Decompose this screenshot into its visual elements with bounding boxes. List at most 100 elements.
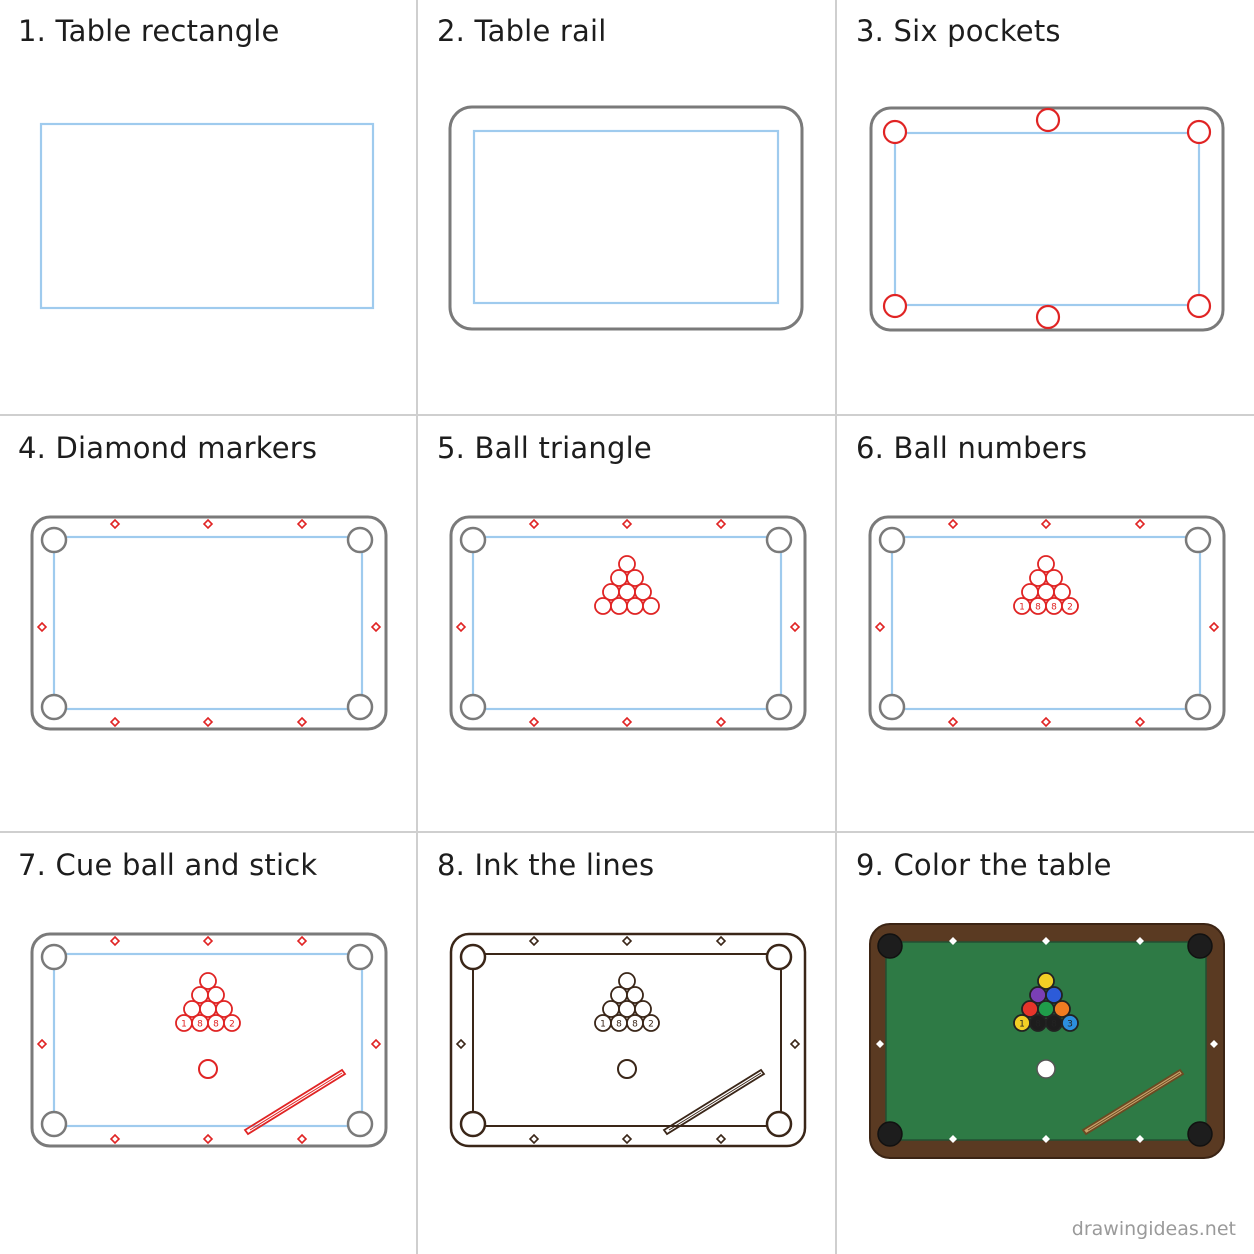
pocket xyxy=(346,943,374,971)
divider-horizontal xyxy=(0,831,1254,833)
ball-number: 8 xyxy=(1035,1020,1041,1030)
diamond-marker xyxy=(455,1038,467,1050)
pocket xyxy=(459,1110,487,1138)
pocket xyxy=(877,1121,903,1147)
table-field xyxy=(471,535,783,711)
diamond-marker xyxy=(202,1133,214,1145)
step-title: 8. Ink the lines xyxy=(437,848,655,882)
diamond-marker xyxy=(36,1038,48,1050)
step-drawing xyxy=(39,122,375,310)
rack-ball xyxy=(626,569,644,587)
step-panel-1: 1. Table rectangle xyxy=(0,0,416,416)
rack-ball xyxy=(642,597,660,615)
rack-ball xyxy=(1061,1014,1079,1032)
pocket xyxy=(765,943,793,971)
pocket xyxy=(765,526,793,554)
diamond-marker xyxy=(1134,518,1146,530)
pocket xyxy=(40,526,68,554)
pocket xyxy=(1035,304,1061,330)
step-title: 9. Color the table xyxy=(856,848,1112,882)
diamond-marker xyxy=(621,1133,633,1145)
diamond-marker xyxy=(949,937,957,945)
diamond-marker xyxy=(528,518,540,530)
rack-ball xyxy=(1037,972,1055,990)
step-drawing xyxy=(30,515,388,731)
table-field xyxy=(52,952,364,1128)
diamond-marker xyxy=(455,621,467,633)
pocket xyxy=(1035,107,1061,133)
pocket xyxy=(765,1110,793,1138)
rack-ball xyxy=(215,1000,233,1018)
pocket xyxy=(346,693,374,721)
table-rail xyxy=(868,515,1226,731)
step-title: 5. Ball triangle xyxy=(437,431,652,465)
ball-number: 3 xyxy=(1067,1020,1073,1030)
ball-number: 1 xyxy=(600,1020,606,1030)
table-field xyxy=(893,131,1201,307)
diamond-marker xyxy=(528,935,540,947)
rack-ball xyxy=(626,986,644,1004)
ball-number: 2 xyxy=(1067,603,1073,613)
pocket xyxy=(1187,1121,1213,1147)
rack-ball xyxy=(1053,1000,1071,1018)
ball-number: 8 xyxy=(197,1020,203,1030)
ball-number: 1 xyxy=(1019,1020,1025,1030)
pocket xyxy=(882,119,908,145)
diamond-marker xyxy=(36,621,48,633)
pocket xyxy=(459,943,487,971)
rack-ball xyxy=(618,972,636,990)
rack-ball xyxy=(634,1000,652,1018)
diamond-marker xyxy=(876,1040,884,1048)
diamond-marker xyxy=(528,716,540,728)
diamond-marker xyxy=(202,935,214,947)
ball-number: 8 xyxy=(616,1020,622,1030)
rack-ball xyxy=(223,1014,241,1032)
diamond-marker xyxy=(370,621,382,633)
step-panel-2: 2. Table rail xyxy=(419,0,835,416)
pocket xyxy=(1184,693,1212,721)
table-rail xyxy=(448,105,804,331)
diamond-marker xyxy=(621,716,633,728)
rack-ball xyxy=(207,986,225,1004)
pocket xyxy=(459,526,487,554)
ball-number: 2 xyxy=(648,1020,654,1030)
table-field xyxy=(890,535,1202,711)
diamond-marker xyxy=(947,716,959,728)
rack-ball xyxy=(1045,569,1063,587)
diamond-marker xyxy=(1136,937,1144,945)
diamond-marker xyxy=(109,518,121,530)
pocket xyxy=(40,693,68,721)
diamond-marker xyxy=(370,1038,382,1050)
ball-number: 8 xyxy=(1051,603,1057,613)
table-field xyxy=(52,535,364,711)
diamond-marker xyxy=(874,621,886,633)
step-panel-5: 5. Ball triangle xyxy=(419,417,835,833)
table-rail xyxy=(30,932,388,1148)
pocket xyxy=(878,693,906,721)
rack-ball xyxy=(199,972,217,990)
diamond-marker xyxy=(715,518,727,530)
pocket xyxy=(882,293,908,319)
rack-ball xyxy=(594,597,612,615)
diamond-marker xyxy=(1040,716,1052,728)
table-field xyxy=(472,129,780,305)
diamond-marker xyxy=(715,935,727,947)
ball-number: 8 xyxy=(1035,603,1041,613)
rack-ball xyxy=(1061,597,1079,615)
step-title: 7. Cue ball and stick xyxy=(18,848,318,882)
diamond-marker xyxy=(715,1133,727,1145)
ball-number: 1 xyxy=(1019,603,1025,613)
step-title: 3. Six pockets xyxy=(856,14,1061,48)
diamond-marker xyxy=(202,518,214,530)
ball-number: 2 xyxy=(229,1020,235,1030)
rack-ball xyxy=(1037,555,1055,573)
guide-rectangle xyxy=(39,122,375,310)
pocket xyxy=(346,526,374,554)
pocket xyxy=(459,693,487,721)
ball-number: 8 xyxy=(632,1020,638,1030)
